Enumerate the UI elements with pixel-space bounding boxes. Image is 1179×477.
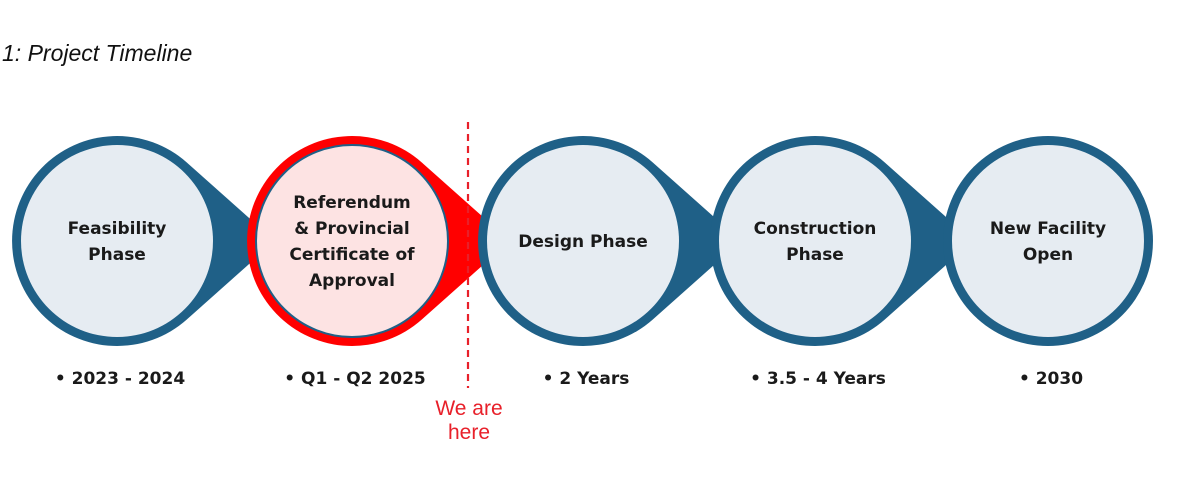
phase-label-line: & Provincial xyxy=(294,219,409,239)
marker-label-line: here xyxy=(448,421,490,444)
phase-label: Design Phase xyxy=(518,232,647,252)
phase-label-line: Referendum xyxy=(293,193,411,213)
phase-label-line: Phase xyxy=(786,245,844,265)
phase-3: Design Phase • 2 Years xyxy=(478,135,741,389)
phase-label-line: Feasibility xyxy=(68,219,167,239)
phase-label-line: Phase xyxy=(88,245,146,265)
phase-date: • 2 Years xyxy=(543,369,630,389)
phase-label-line: New Facility xyxy=(990,219,1106,239)
phase-circle xyxy=(255,144,449,338)
phase-label-line: Certificate of xyxy=(289,245,415,265)
phase-date: • Q1 - Q2 2025 xyxy=(284,369,425,389)
marker-label-line: We are xyxy=(435,397,502,420)
phase-circle xyxy=(719,145,911,337)
phase-label-line: Construction xyxy=(754,219,877,239)
phase-circle xyxy=(952,145,1144,337)
phase-label-line: Design Phase xyxy=(518,232,647,252)
phase-circle xyxy=(21,145,213,337)
phase-label-line: Open xyxy=(1023,245,1073,265)
phase-date: • 3.5 - 4 Years xyxy=(750,369,886,389)
phase-label-line: Approval xyxy=(309,271,395,291)
phase-date: • 2023 - 2024 xyxy=(55,369,185,389)
phase-circle xyxy=(487,145,679,337)
diagram-title: 1: Project Timeline xyxy=(2,40,193,66)
phase-date: • 2030 xyxy=(1019,369,1083,389)
